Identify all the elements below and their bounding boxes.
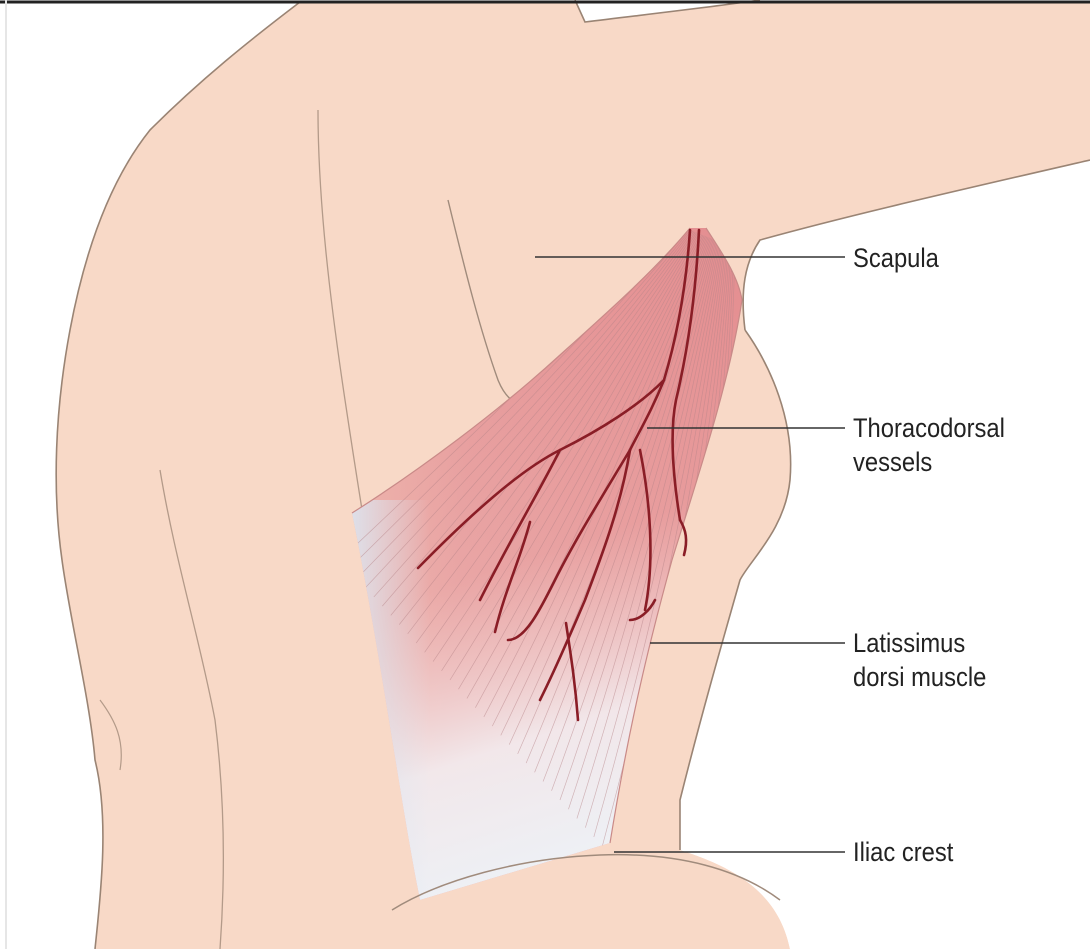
label-thoracodorsal-line1: Thoracodorsal — [853, 411, 1005, 445]
label-latissimus-line2: dorsi muscle — [853, 660, 986, 694]
label-thoracodorsal-line2: vessels — [853, 445, 1005, 479]
label-iliac-crest: Iliac crest — [853, 835, 953, 869]
label-thoracodorsal-vessels: Thoracodorsal vessels — [853, 411, 1005, 479]
label-iliac-line1: Iliac crest — [853, 835, 953, 869]
label-latissimus-dorsi: Latissimus dorsi muscle — [853, 626, 986, 694]
label-scapula: Scapula — [853, 241, 939, 275]
label-latissimus-line1: Latissimus — [853, 626, 986, 660]
label-scapula-line1: Scapula — [853, 241, 939, 275]
